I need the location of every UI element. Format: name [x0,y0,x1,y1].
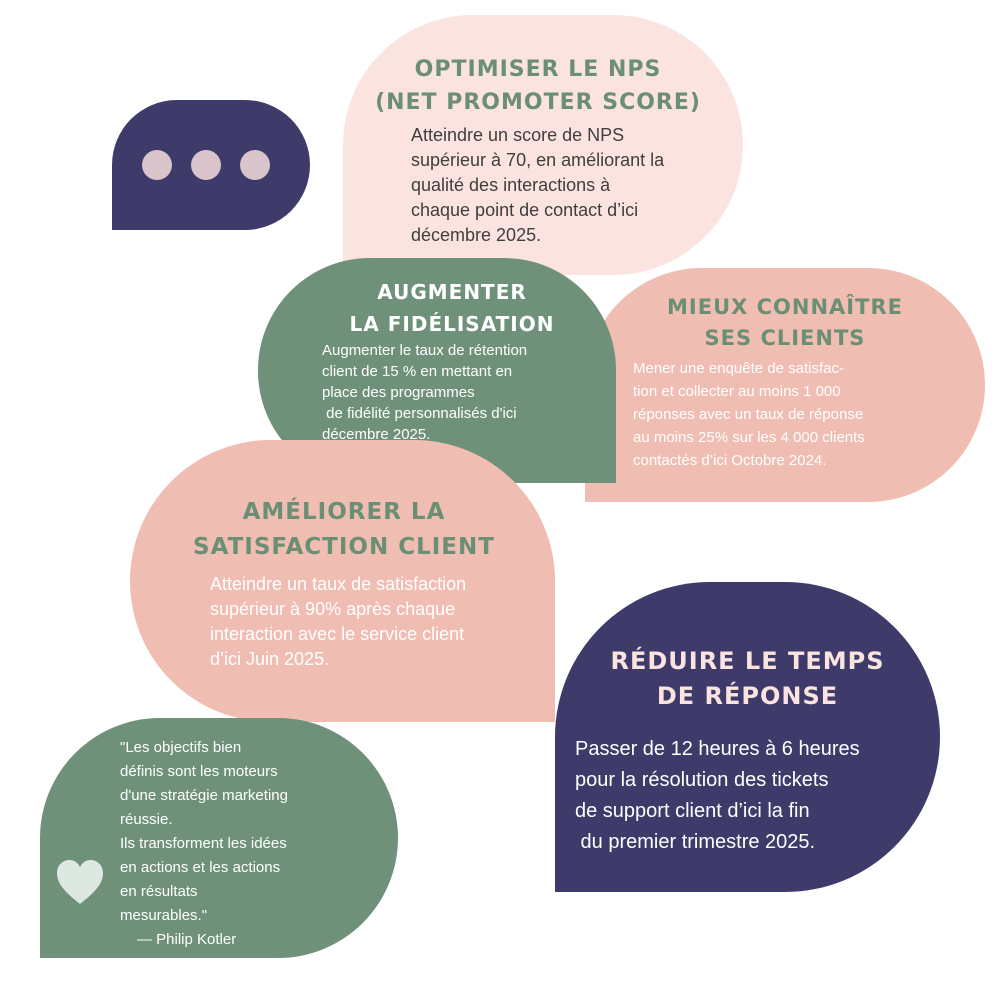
quote-bubble: "Les objectifs bien définis sont les mot… [40,718,398,958]
clients-title: MIEUX CONNAÎTRE SES CLIENTS [585,292,985,354]
nps-title: OPTIMISER LE NPS (NET PROMOTER SCORE) [343,53,733,119]
clients-title-line: SES CLIENTS [704,326,866,350]
quote-line: en résultats [120,883,198,900]
satisfaction-body-line: Atteindre un taux de satisfaction [210,574,467,594]
nps-bubble: OPTIMISER LE NPS (NET PROMOTER SCORE) At… [343,15,743,275]
satisfaction-body-line: interaction avec le service client [210,624,465,644]
clients-title-line: MIEUX CONNAÎTRE [667,295,903,319]
fidelisation-title-line: AUGMENTER [377,280,527,304]
nps-body-line: décembre 2025. [411,225,542,245]
clients-bubble: MIEUX CONNAÎTRE SES CLIENTS Mener une en… [585,268,985,502]
satisfaction-body-line: d’ici Juin 2025. [210,649,330,669]
nps-title-line: OPTIMISER LE NPS [414,57,662,82]
fidelisation-body-line: place des programmes [322,384,475,401]
fidelisation-body-line: de fidélité personnalisés d'ici [322,405,517,422]
fidelisation-body-line: client de 15 % en mettant en [322,363,513,380]
chat-dot-icon [191,150,221,180]
satisfaction-title-line: SATISFACTION CLIENT [193,534,495,560]
nps-body-line: supérieur à 70, en améliorant la [411,150,665,170]
reduire-title-line: DE RÉPONSE [656,682,839,710]
quote-line: Ils transforment les idées [120,835,287,852]
fidelisation-title: AUGMENTER LA FIDÉLISATION [273,276,631,340]
clients-body-line: Mener une enquête de satisfac- [633,360,844,377]
nps-body: Atteindre un score de NPS supérieur à 70… [411,123,664,248]
reduire-body-line: du premier trimestre 2025. [575,831,816,853]
satisfaction-title: AMÉLIORER LA SATISFACTION CLIENT [130,495,558,565]
quote-line: en actions et les actions [120,859,281,876]
clients-body-line: réponses avec un taux de réponse [633,406,864,423]
fidelisation-body-line: décembre 2025. [322,426,431,443]
satisfaction-bubble: AMÉLIORER LA SATISFACTION CLIENT Atteind… [130,440,555,722]
nps-body-line: chaque point de contact d’ici [411,200,639,220]
reduire-title-line: RÉDUIRE LE TEMPS [610,647,885,675]
heart-icon [57,860,103,904]
nps-title-line: (NET PROMOTER SCORE) [375,90,701,115]
chat-bubble-icon [112,100,310,230]
quote-line: réussie. [120,811,173,828]
reduire-body-line: Passer de 12 heures à 6 heures [575,738,860,760]
clients-body: Mener une enquête de satisfac- tion et c… [633,357,865,472]
nps-body-line: Atteindre un score de NPS [411,125,625,145]
fidelisation-title-line: LA FIDÉLISATION [349,312,555,336]
clients-body-line: contactés d’ici Octobre 2024. [633,452,827,469]
fidelisation-body-line: Augmenter le taux de rétention [322,342,528,359]
reduire-body-line: pour la résolution des tickets [575,769,829,791]
satisfaction-title-line: AMÉLIORER LA [242,499,446,525]
quote-line: "Les objectifs bien [120,739,242,756]
fidelisation-body: Augmenter le taux de rétention client de… [322,340,527,445]
reduire-title: RÉDUIRE LE TEMPS DE RÉPONSE [555,644,940,714]
chat-dot-icon [142,150,172,180]
clients-body-line: tion et collecter au moins 1 000 [633,383,841,400]
nps-body-line: qualité des interactions à [411,175,611,195]
quote-line: définis sont les moteurs [120,763,278,780]
satisfaction-body: Atteindre un taux de satisfaction supéri… [210,572,466,672]
quote-text: "Les objectifs bien définis sont les mot… [120,736,288,952]
reduire-body: Passer de 12 heures à 6 heures pour la r… [575,734,860,858]
quote-author: — Philip Kotler [137,931,237,948]
satisfaction-body-line: supérieur à 90% après chaque [210,599,456,619]
reduire-body-line: de support client d’ici la fin [575,800,810,822]
clients-body-line: au moins 25% sur les 4 000 clients [633,429,865,446]
quote-line: mesurables." [120,907,208,924]
reduire-bubble: RÉDUIRE LE TEMPS DE RÉPONSE Passer de 12… [555,582,940,892]
quote-line: d'une stratégie marketing [120,787,288,804]
chat-dot-icon [240,150,270,180]
